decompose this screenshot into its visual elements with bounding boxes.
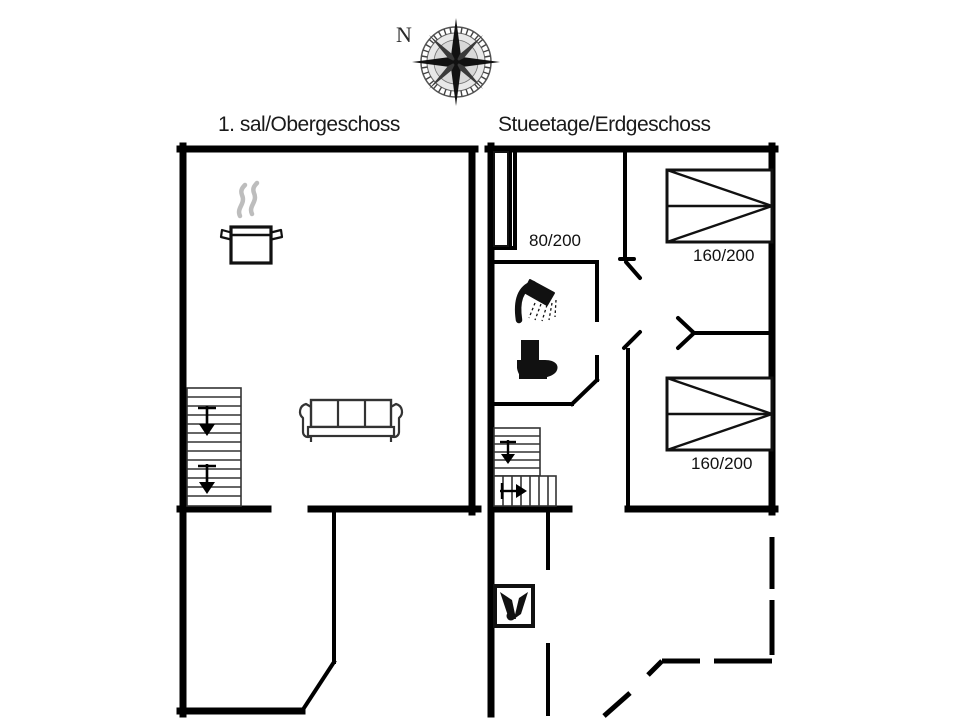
staircase-down-icon	[493, 427, 557, 507]
upper-floor-plan	[176, 142, 482, 718]
stair-direction-arrow-down	[500, 440, 516, 464]
double-bed-upper	[665, 168, 774, 244]
compass-north-label: N	[396, 22, 412, 47]
wall-bath-chamfer	[569, 377, 600, 407]
ground-floor-plan	[484, 142, 779, 718]
stair-direction-arrow-down-1	[198, 406, 216, 436]
door-leaf-bedroom-1	[624, 260, 642, 280]
stair-direction-arrow-right	[500, 483, 527, 499]
utility-appliance-icon	[493, 584, 535, 628]
stair-direction-arrow-down-2	[198, 464, 216, 494]
single-bed-dimension-label: 80/200	[529, 231, 581, 250]
cooking-pot-icon	[219, 180, 284, 265]
double-bed-lower-dimension-label: 160/200	[691, 454, 753, 473]
floor-title-ground: Stueetage/Erdgeschoss	[498, 113, 711, 136]
door-symbol-corridor	[676, 316, 697, 350]
terrace-dashed-outline	[602, 537, 775, 718]
single-bed	[493, 151, 509, 247]
double-bed-upper-dimension-label: 160/200	[693, 246, 755, 265]
compass-rose-icon	[412, 18, 500, 106]
wall-annex-chamfer	[299, 659, 337, 714]
double-bed-lower	[665, 376, 774, 452]
floor-title-upper: 1. sal/Obergeschoss	[218, 113, 400, 136]
door-leaf-bedroom-2	[622, 330, 642, 350]
toilet-icon	[517, 340, 558, 379]
sofa-icon	[298, 398, 404, 442]
staircase-down-icon	[186, 387, 242, 507]
shower-icon	[514, 279, 557, 324]
